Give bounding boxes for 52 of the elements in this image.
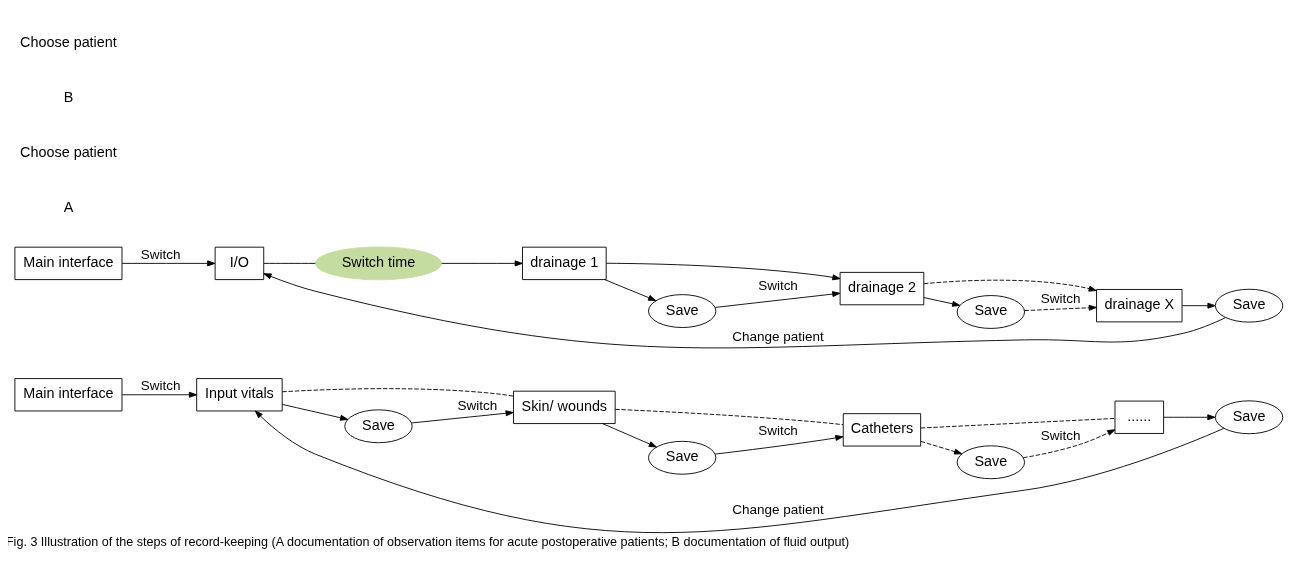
connector [281, 387, 514, 397]
node-box: Main interface [14, 246, 123, 280]
arrow [441, 259, 523, 266]
node-box: I/O [214, 246, 265, 280]
arrow [602, 422, 657, 447]
arrow [254, 410, 1225, 533]
node-ellipse: Switch time [315, 246, 442, 280]
node-ellipse: Save [956, 294, 1025, 329]
arrow [605, 262, 841, 280]
arrow [1022, 428, 1116, 458]
arrow [121, 259, 216, 266]
node-box: Input vitals [196, 377, 283, 411]
arrow [604, 278, 657, 301]
label: Choose patient [20, 143, 117, 160]
edge-label: Switch [140, 246, 181, 262]
arrow [281, 403, 349, 421]
label: A [63, 198, 74, 215]
node-box: ...... [1114, 400, 1165, 434]
arrow [1181, 302, 1216, 309]
node-box: drainage X [1096, 288, 1183, 322]
arrow [714, 290, 841, 308]
node-box: Skin/ wounds [513, 390, 616, 424]
arrow [714, 434, 844, 454]
edge-label: Switch [758, 277, 798, 293]
node-box: drainage 1 [522, 246, 607, 280]
edge-label: Change patient [732, 328, 824, 344]
label: Choose patient [20, 33, 117, 50]
edge-label: Switch [457, 397, 498, 413]
arrow [1024, 304, 1097, 311]
arrow [121, 391, 197, 398]
edge-label: Switch [1040, 427, 1081, 443]
connector [263, 262, 316, 264]
node-box: Main interface [14, 377, 123, 411]
node-ellipse: Save [1214, 288, 1284, 323]
arrow [411, 409, 514, 423]
node-box: Catheters [842, 412, 922, 446]
edge-label: Change patient [732, 501, 824, 517]
arrow [263, 272, 1227, 348]
node-box: drainage 2 [839, 271, 925, 305]
arrow [923, 296, 961, 307]
arrow [1163, 413, 1216, 420]
arrow [923, 279, 1097, 292]
node-ellipse: Save [956, 444, 1025, 479]
edge-label: Switch [758, 422, 798, 438]
edge-label: Switch [140, 377, 181, 393]
connector [614, 408, 844, 425]
node-ellipse: Save [344, 408, 413, 443]
arrow [920, 440, 963, 454]
node-ellipse: Save [1214, 399, 1284, 434]
connector [920, 417, 1116, 428]
edge-label: Switch [1040, 290, 1081, 306]
label: B [63, 88, 74, 105]
